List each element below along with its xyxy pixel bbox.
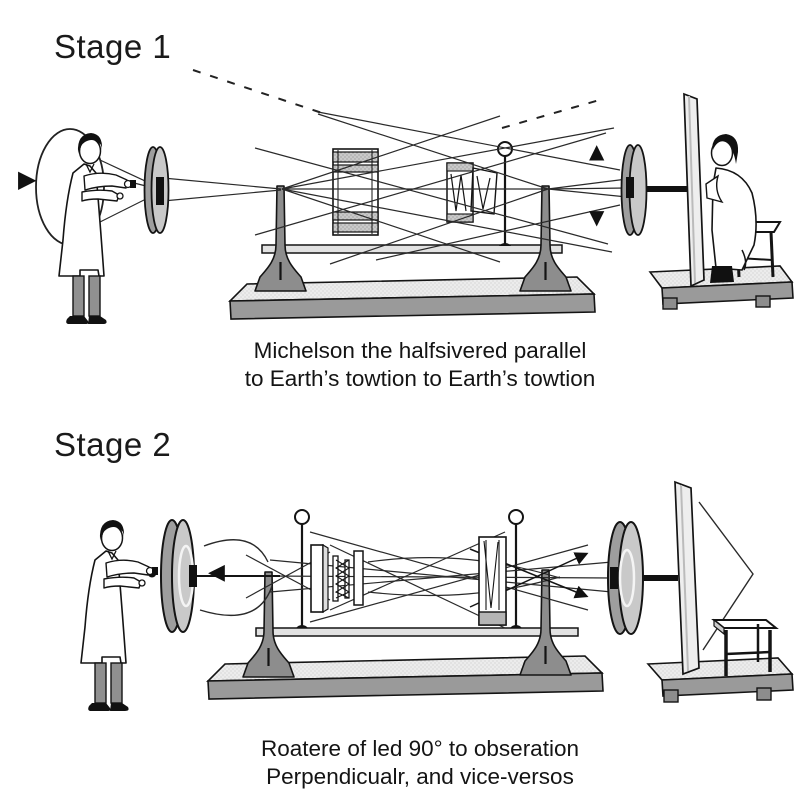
caption-line: Michelson the halfsivered parallel	[253, 338, 587, 363]
scientist-figure	[35, 128, 137, 325]
source-lens-disk	[143, 146, 170, 234]
observer-lens-disk	[620, 144, 688, 236]
light-rays	[91, 111, 628, 265]
bench-rail	[255, 627, 579, 637]
right-arrow-icon: ▶	[18, 165, 37, 193]
observer-figure	[705, 134, 782, 283]
bench-rail	[261, 244, 563, 254]
empty-viewing-screen	[646, 480, 794, 703]
hub-ring	[618, 548, 636, 608]
rotation-curve	[203, 539, 269, 563]
left-stand	[253, 184, 308, 293]
stage2-illustration	[80, 480, 794, 712]
caption-line: to Earth’s towtion to Earth’s towtion	[244, 366, 596, 391]
stage1-title: Stage 1	[54, 28, 172, 65]
connecting-rod	[640, 575, 678, 581]
observer-wheel-disk	[607, 521, 678, 635]
lens-plate-assembly	[310, 543, 364, 614]
left-arrow-icon: ◀	[208, 560, 225, 585]
down-arrow-icon: ▼	[589, 205, 605, 229]
optical-bench	[228, 184, 596, 320]
rotated-wheel-disk	[147, 519, 280, 633]
connecting-rod	[644, 186, 688, 192]
mounting-pin	[508, 509, 524, 628]
platform-foot	[663, 689, 679, 703]
bench-platform-front	[207, 672, 604, 700]
left-stand	[241, 570, 296, 679]
rotation-curve	[199, 585, 273, 617]
stage2-title: Stage 2	[54, 426, 172, 463]
bench-platform-front	[229, 293, 596, 320]
platform-foot	[662, 297, 678, 310]
tall-frame-element	[478, 536, 507, 626]
viewing-screen	[648, 92, 794, 310]
caption-line: Roatere of led 90° to obseration	[261, 736, 579, 761]
caption-line: Perpendicualr, and vice-versos	[266, 764, 574, 789]
up-arrow-icon: ▲	[589, 139, 605, 163]
spring-coil	[334, 559, 351, 599]
platform-foot	[756, 687, 772, 701]
stage1-caption: Michelson the halfsivered parallel to Ea…	[90, 337, 750, 393]
stage2-caption: Roatere of led 90° to obseration Perpend…	[90, 735, 750, 791]
screen-panel	[683, 92, 705, 288]
platform-foot	[755, 295, 771, 308]
motion-dashed-lines	[192, 69, 604, 129]
glass-block	[332, 148, 379, 236]
screen-panel	[674, 480, 700, 676]
optical-bench-2	[206, 568, 604, 700]
right-stand	[518, 184, 573, 293]
scientist-figure-2	[80, 519, 159, 712]
mounting-pin	[294, 509, 310, 628]
stage1-illustration	[35, 69, 794, 325]
stool	[711, 618, 779, 676]
